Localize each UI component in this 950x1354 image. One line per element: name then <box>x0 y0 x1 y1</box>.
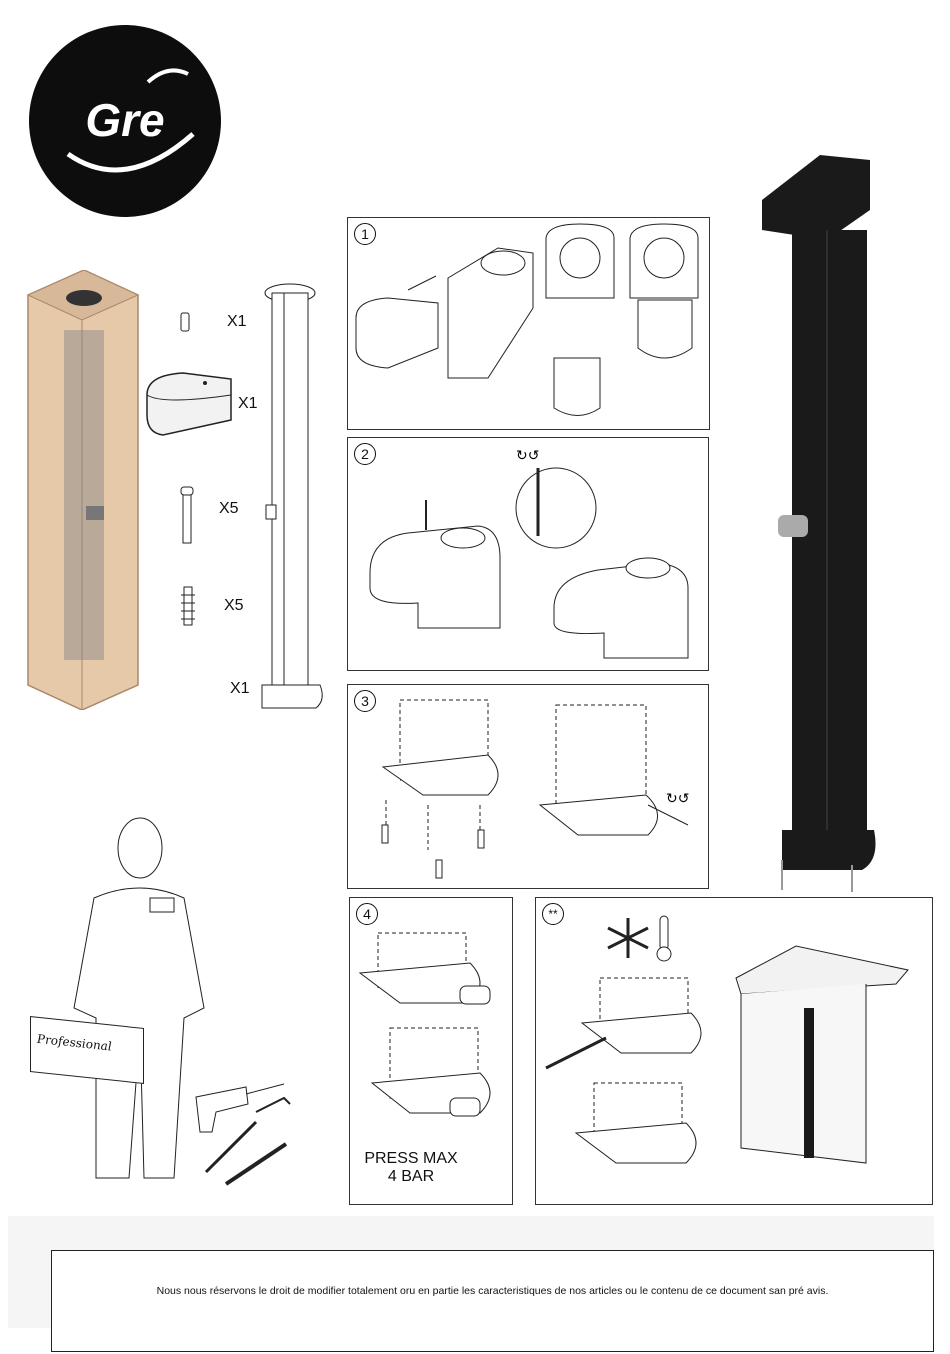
component-qty: X5 <box>219 500 239 518</box>
packaged-box-illustration <box>24 270 142 710</box>
wall-plug-part-icon <box>181 585 195 627</box>
component-qty: X5 <box>224 597 244 615</box>
shower-column-drawing <box>258 280 328 720</box>
component-qty: X1 <box>230 680 250 698</box>
component-qty: X1 <box>227 313 247 331</box>
winter-panel: ** <box>535 897 933 1205</box>
black-shower-photo <box>752 150 880 895</box>
cover-cap-part-icon <box>143 365 233 440</box>
step-2-panel: 2 ↻↺ <box>347 437 709 671</box>
thermometer-icon <box>657 916 671 961</box>
svg-text:↻↺: ↻↺ <box>516 448 539 464</box>
pressure-warning-line1: PRESS MAX <box>356 1150 466 1168</box>
logo-text: Gre <box>85 94 164 146</box>
bolt-part-icon <box>180 485 194 545</box>
snowflake-icon <box>608 918 648 958</box>
step-3-panel: 3 ↻↺ <box>347 684 709 889</box>
wrench-icon <box>226 1144 286 1184</box>
screw-part-icon <box>180 312 190 332</box>
footer-disclaimer-box: Nous nous réservons le droit de modifier… <box>51 1250 934 1352</box>
component-qty: X1 <box>238 395 258 413</box>
pressure-warning: PRESS MAX 4 BAR <box>356 1150 466 1186</box>
footer-disclaimer: Nous nous réservons le droit de modifier… <box>52 1285 933 1297</box>
toolbox: Professional <box>30 1016 144 1084</box>
screwdriver-icon <box>206 1122 256 1172</box>
brand-logo: Gre <box>28 24 222 218</box>
drill-icon <box>196 1084 284 1132</box>
pressure-warning-line2: 4 BAR <box>356 1168 466 1186</box>
step-1-panel: 1 <box>347 217 710 430</box>
tools-illustration <box>186 1072 296 1192</box>
svg-text:↻↺: ↻↺ <box>666 791 689 807</box>
hex-key-icon <box>256 1098 290 1112</box>
